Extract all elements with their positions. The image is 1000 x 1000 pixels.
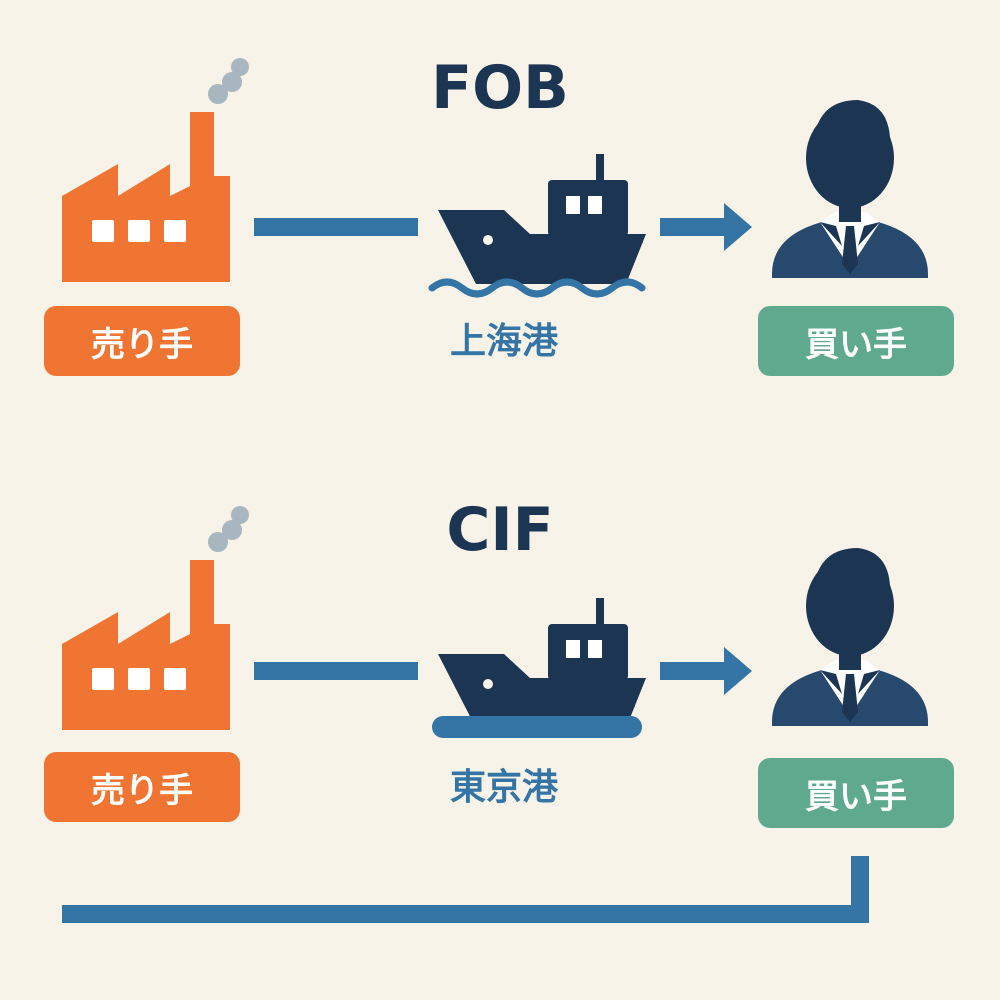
businessman-icon bbox=[772, 548, 928, 726]
buyer-badge: 買い手 bbox=[758, 306, 954, 376]
seller-badge: 売り手 bbox=[44, 306, 240, 376]
section-title-cif: CIF bbox=[446, 495, 554, 565]
buyer-badge: 買い手 bbox=[758, 758, 954, 828]
seller-connector-line bbox=[254, 218, 418, 236]
port-label: 上海港 bbox=[449, 321, 558, 362]
businessman-icon bbox=[772, 100, 928, 278]
return-connector-line bbox=[62, 856, 869, 923]
seller-connector-line bbox=[254, 662, 418, 680]
ship-icon bbox=[428, 154, 646, 298]
arrow-to-buyer bbox=[660, 203, 752, 251]
fob-section bbox=[62, 58, 928, 298]
arrow-to-buyer bbox=[660, 647, 752, 695]
section-title-fob: FOB bbox=[431, 53, 569, 123]
port-label: 東京港 bbox=[449, 767, 558, 808]
wave-icon bbox=[428, 278, 646, 298]
water-band-icon bbox=[432, 716, 642, 738]
ship-icon bbox=[432, 598, 646, 738]
cif-section bbox=[62, 506, 928, 738]
seller-badge: 売り手 bbox=[44, 752, 240, 822]
